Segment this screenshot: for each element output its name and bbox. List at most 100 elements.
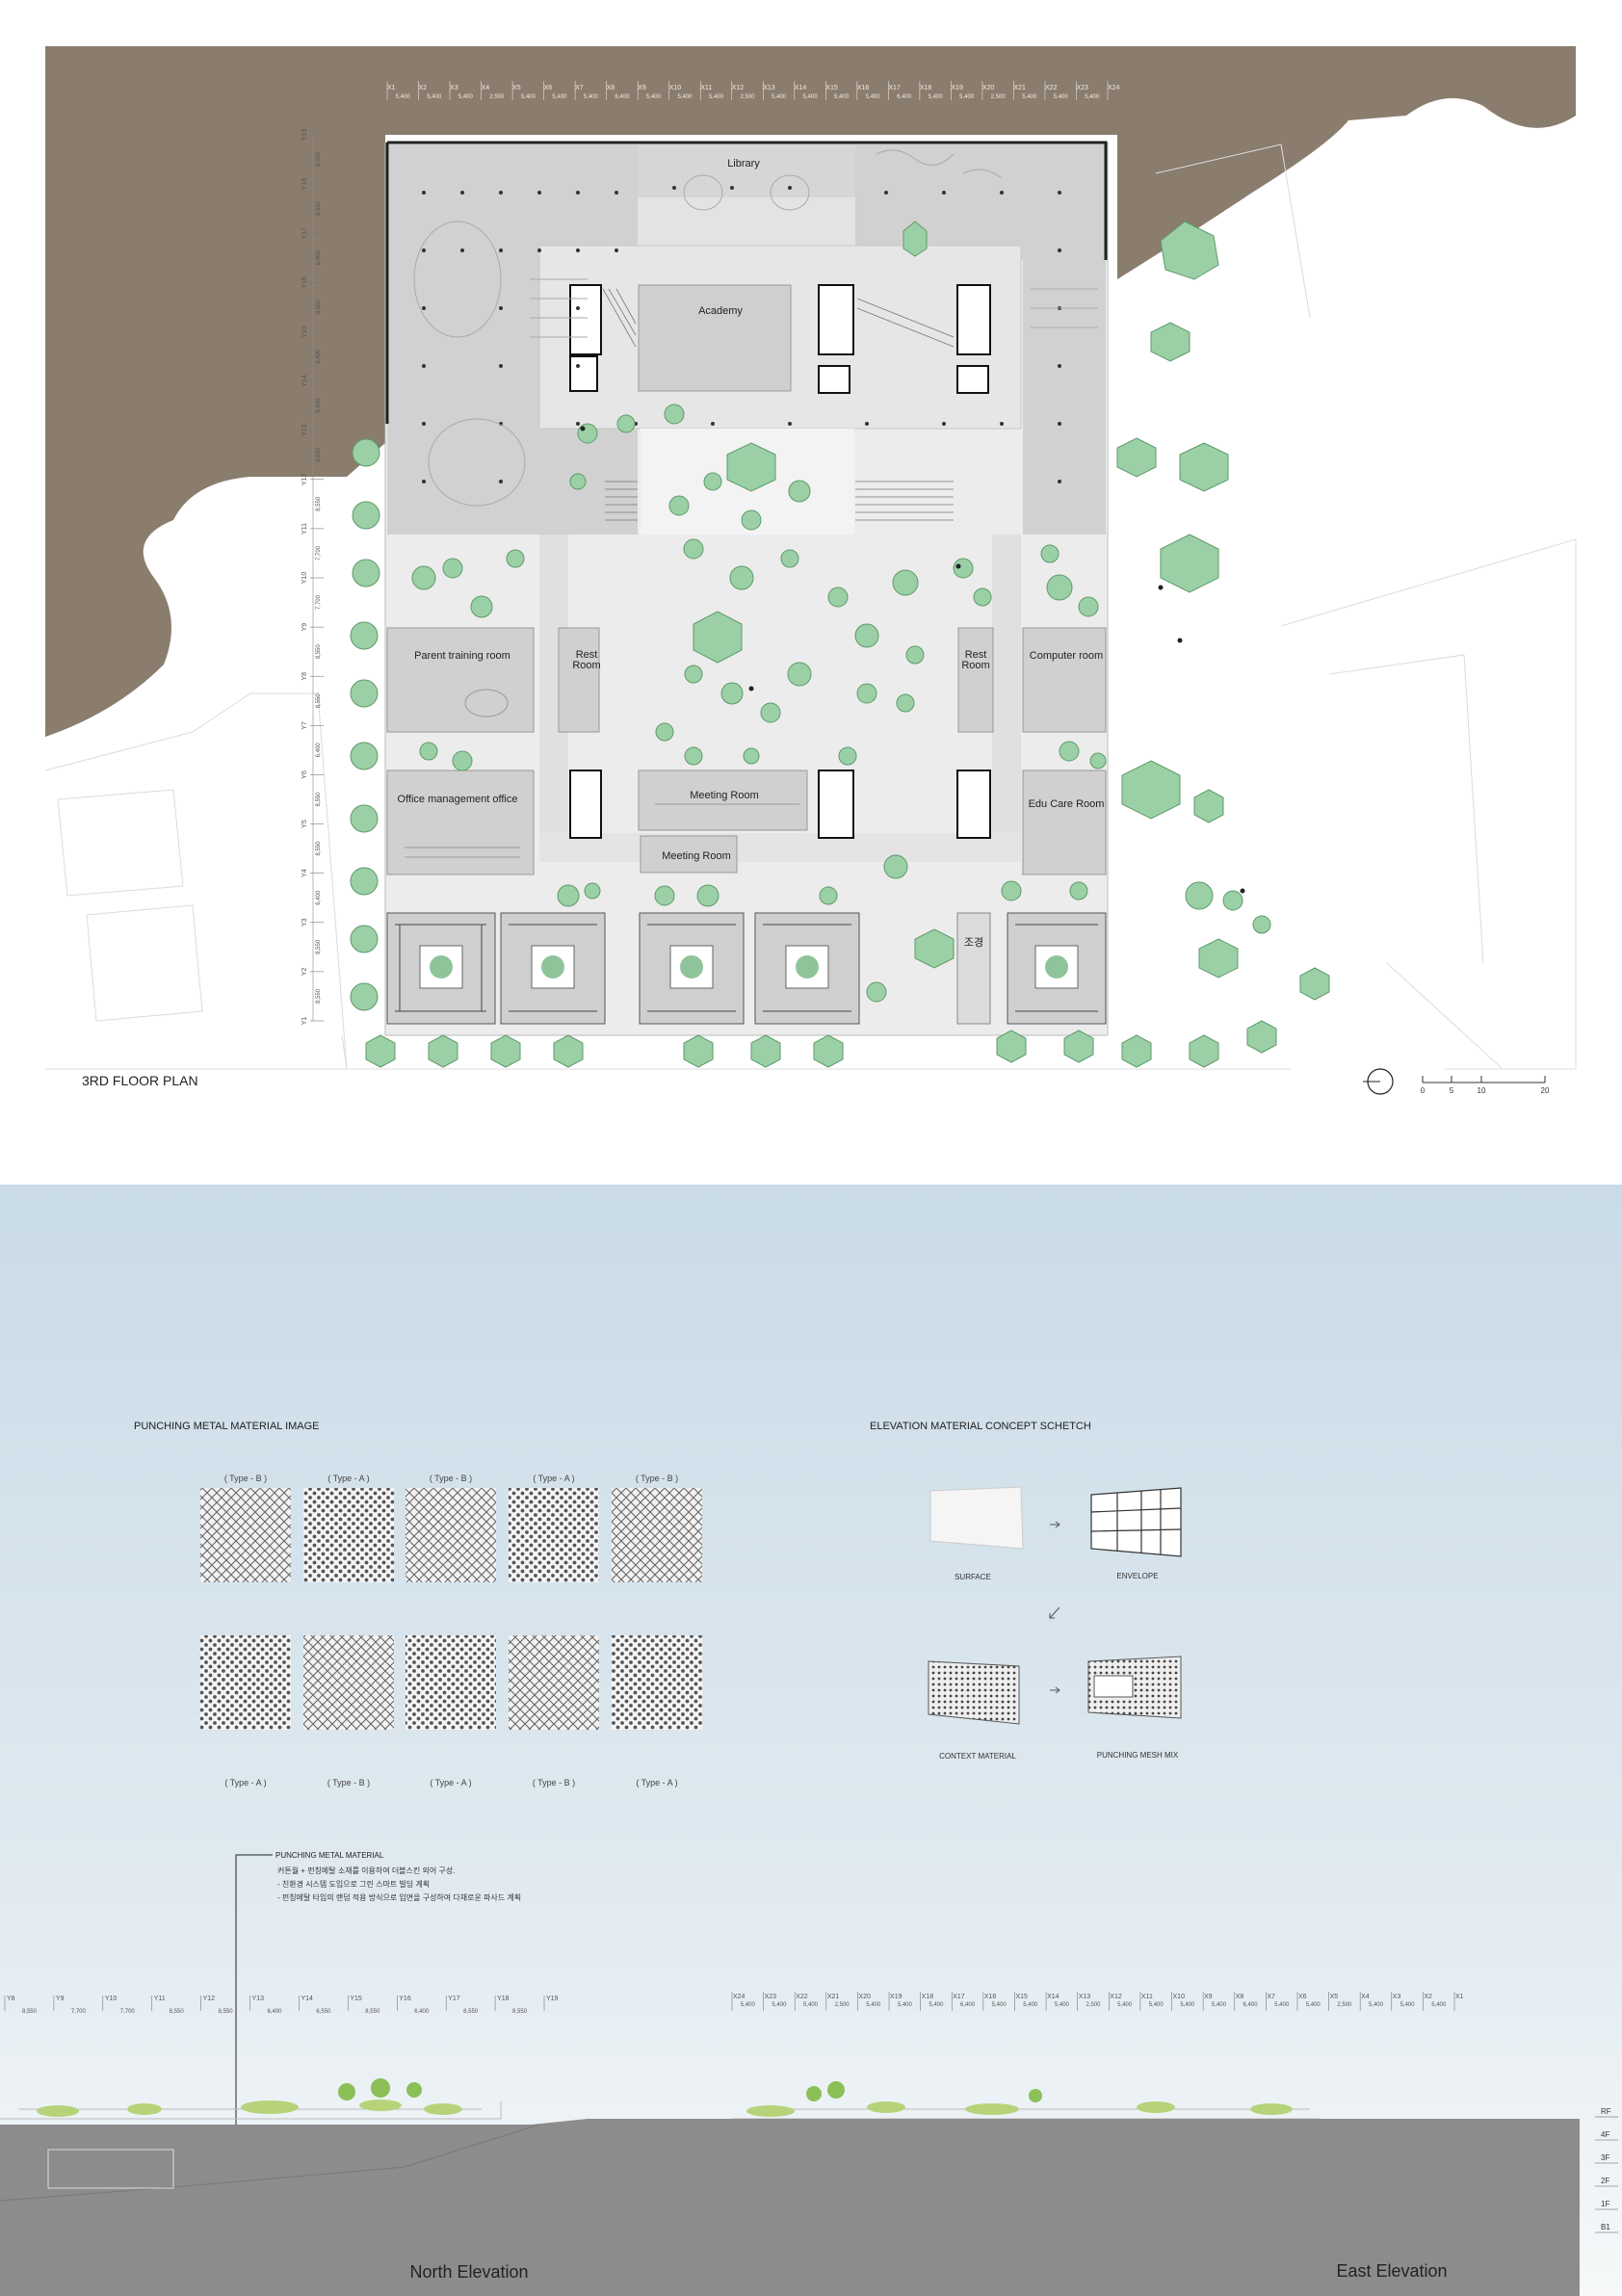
- academy-room: [638, 284, 792, 392]
- envelope-label: ENVELOPE: [1116, 1572, 1158, 1580]
- grid-x-label: X24: [1108, 85, 1120, 91]
- grid-x-label: X22: [1045, 85, 1058, 91]
- grid-x-label: X15: [825, 85, 838, 91]
- east-grid-dim: 5,400: [1274, 2002, 1290, 2008]
- grid-y-axis: Y19Y18Y17Y16Y15Y14Y13Y12Y11Y10Y9Y8Y7Y6Y5…: [301, 129, 324, 1025]
- grid-x-label: X10: [669, 85, 682, 91]
- grid-x-dim: 5,400: [646, 94, 662, 100]
- grid-y-label: Y9: [301, 623, 308, 632]
- grid-y-label: Y14: [301, 375, 308, 387]
- grid-y-label: Y15: [301, 326, 308, 338]
- east-grid-dim: 6,400: [960, 2002, 976, 2008]
- grid-y-dim: 8,550: [316, 300, 322, 315]
- scale-label: 5: [1450, 1086, 1454, 1095]
- east-grid-dim: 5,400: [929, 2002, 944, 2008]
- type-label: ( Type - B ): [430, 1474, 472, 1483]
- east-grid-label: X19: [890, 1994, 903, 2000]
- grid-x-label: X11: [700, 85, 712, 91]
- east-grid-label: X15: [1015, 1994, 1028, 2000]
- mesh-sample: [612, 1635, 702, 1730]
- level-label: 4F: [1601, 2130, 1609, 2139]
- grid-x-dim: 5,400: [458, 94, 474, 100]
- grid-x-label: X13: [763, 85, 775, 91]
- grid-x-label: X7: [575, 85, 584, 91]
- east-grid-label: X14: [1047, 1994, 1060, 2000]
- grid-x-label: X1: [387, 85, 396, 91]
- north-grid-label: Y19: [546, 1996, 559, 2002]
- east-grid-dim: 5,400: [1431, 2002, 1447, 2008]
- north-grid-dim: 7,700: [120, 2009, 136, 2015]
- mesh-sample: [406, 1488, 496, 1582]
- grid-x-label: X23: [1076, 85, 1088, 91]
- grid-y-label: Y18: [301, 178, 308, 191]
- north-grid-label: Y17: [448, 1996, 460, 2002]
- north-grid-dim: 6,550: [316, 2009, 331, 2015]
- east-grid-label: X23: [765, 1994, 777, 2000]
- east-grid-dim: 5,400: [1306, 2002, 1321, 2008]
- grid-y-label: Y19: [301, 129, 308, 142]
- grid-x-label: X21: [1013, 85, 1026, 91]
- east-grid-label: X3: [1393, 1994, 1401, 2000]
- level-label: 3F: [1601, 2153, 1609, 2162]
- level-label: 2F: [1601, 2177, 1609, 2185]
- mesh-sample: [509, 1635, 599, 1730]
- east-grid-label: X1: [1455, 1994, 1464, 2000]
- surface-label: SURFACE: [955, 1573, 991, 1581]
- grid-x-dim: 5,400: [552, 94, 567, 100]
- type-label: ( Type - A ): [224, 1778, 266, 1787]
- grid-x-label: X18: [920, 85, 932, 91]
- mesh-samples: [200, 1488, 702, 1730]
- note-line: 커튼월 + 펀칭메탈 소재를 이용하여 더블스킨 외어 구성.: [277, 1866, 455, 1875]
- grid-y-dim: 8,550: [316, 643, 322, 659]
- grid-x-label: X3: [450, 85, 458, 91]
- grid-y-dim: 6,400: [316, 398, 322, 413]
- room-label-landscape: 조경: [964, 936, 983, 949]
- north-grid-dim: 8,550: [22, 2009, 38, 2015]
- east-grid-label: X4: [1361, 1994, 1370, 2000]
- grid-x-dim: 6,400: [615, 94, 630, 100]
- grid-x-label: X19: [951, 85, 963, 91]
- north-grid-label: Y16: [399, 1996, 411, 2002]
- room-furniture: [405, 689, 799, 858]
- scale-label: 10: [1478, 1086, 1486, 1095]
- north-grid-label: Y13: [252, 1996, 265, 2002]
- grid-x-label: X2: [419, 85, 428, 91]
- note-line: - 친환경 시스템 도입으로 그린 스마트 빌딩 계획: [277, 1879, 430, 1889]
- east-grid-label: X13: [1079, 1994, 1091, 2000]
- note-line: - 펀칭메탈 타입의 랜덤 적용 방식으로 입면을 구성하여 다채로운 파사드 …: [277, 1892, 521, 1902]
- east-grid-dim: 5,400: [1400, 2002, 1416, 2008]
- concept-title: ELEVATION MATERIAL CONCEPT SCHETCH: [870, 1421, 1091, 1432]
- elevation-vegetation: [37, 2100, 1293, 2117]
- east-grid-dim: 5,400: [741, 2002, 756, 2008]
- grid-x-dim: 5,400: [834, 94, 850, 100]
- envelope-sketch: [1090, 1487, 1182, 1557]
- mesh-sample: [303, 1635, 394, 1730]
- site-context-lines: [44, 144, 1577, 1070]
- room-label-edu-care: Edu Care Room: [1029, 798, 1105, 810]
- grid-y-dim: 8,550: [316, 693, 322, 709]
- grid-x-dim: 5,400: [427, 94, 442, 100]
- mesh-sample: [406, 1635, 496, 1730]
- north-grid-label: Y18: [497, 1996, 510, 2002]
- east-grid-label: X8: [1236, 1994, 1244, 2000]
- grid-y-label: Y2: [301, 968, 308, 977]
- grid-x-dim: 2,500: [740, 94, 755, 100]
- north-grid-label: Y10: [105, 1996, 118, 2002]
- type-label: ( Type - B ): [636, 1474, 678, 1483]
- north-grid-label: Y14: [301, 1996, 313, 2002]
- grid-x-label: X5: [512, 85, 521, 91]
- east-grid-label: X5: [1330, 1994, 1339, 2000]
- east-grid-dim: 5,400: [1055, 2002, 1070, 2008]
- grid-y-dim: 8,550: [316, 200, 322, 216]
- level-label: B1: [1601, 2223, 1610, 2231]
- grid-x-dim: 5,400: [521, 94, 536, 100]
- concept-sketch: SURFACE ENVELOPE CONTEXT MATERIAL PUNCHI…: [928, 1486, 1182, 1761]
- grid-y-dim: 6,400: [316, 890, 322, 905]
- east-grid-label: X22: [796, 1994, 808, 2000]
- grid-y-label: Y16: [301, 276, 308, 289]
- grid-x-dim: 6,400: [897, 94, 912, 100]
- east-grid-dim: 5,400: [803, 2002, 819, 2008]
